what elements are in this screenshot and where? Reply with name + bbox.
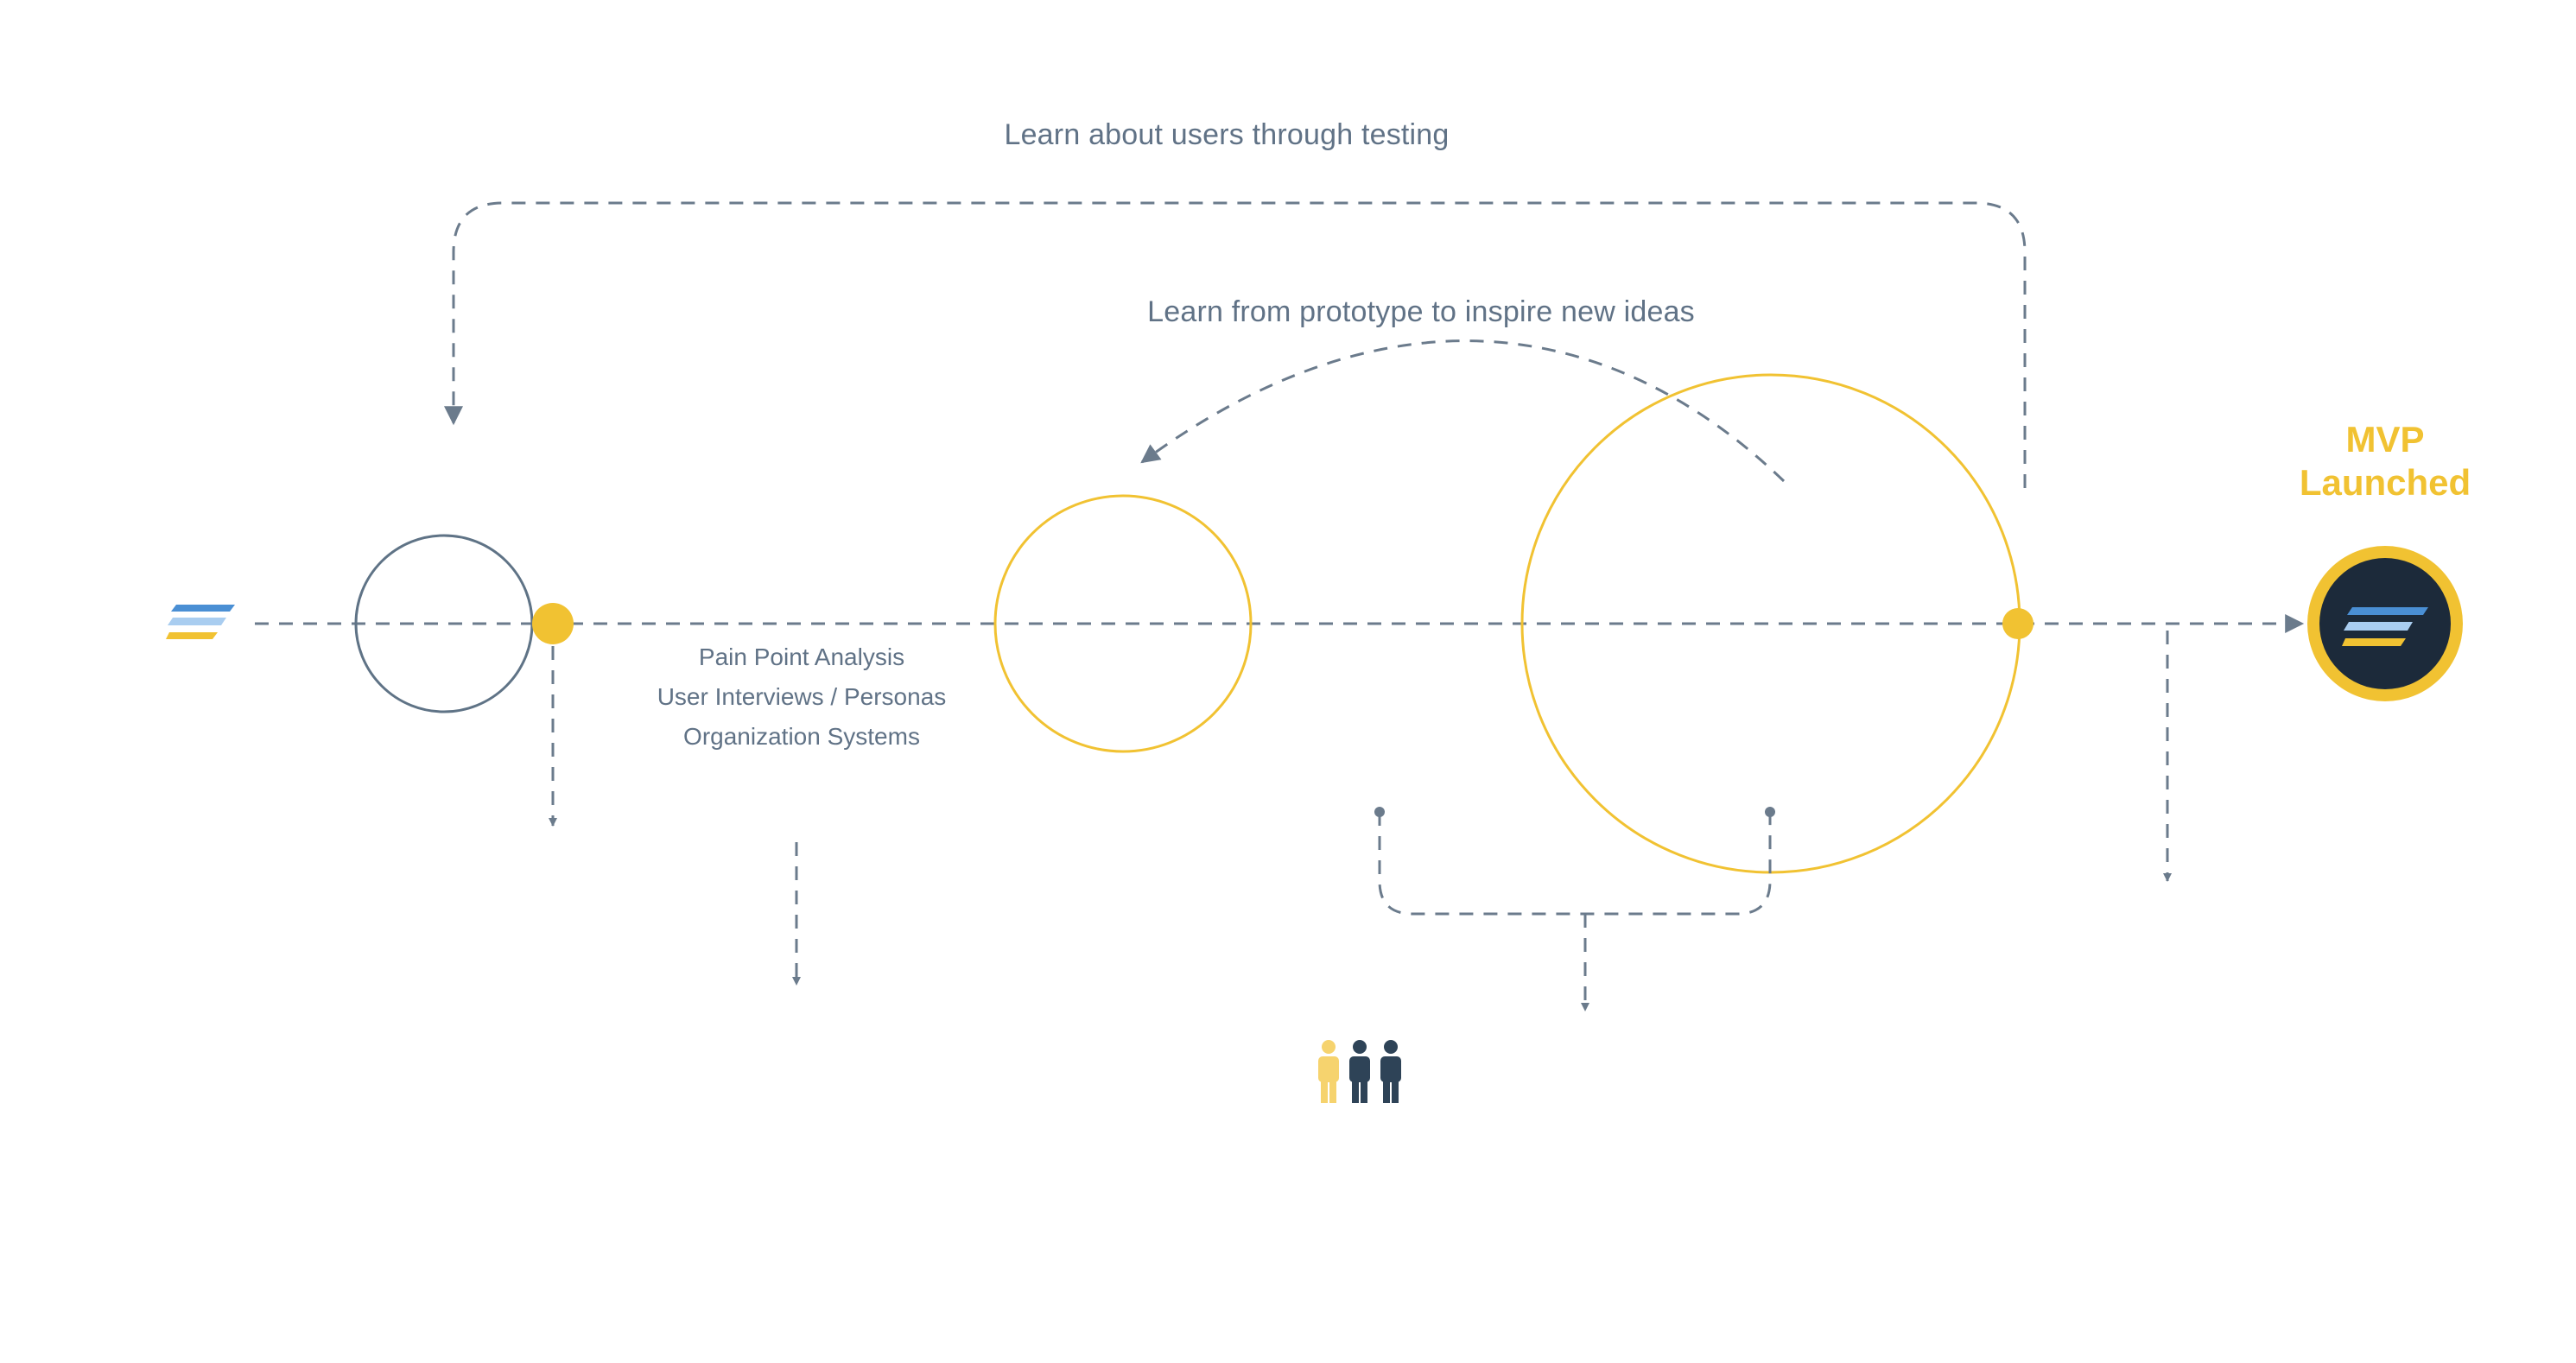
people-icon bbox=[1318, 1040, 1401, 1103]
outer-loop-label: Learn about users through testing bbox=[1004, 118, 1450, 151]
milestone-title-line-1: MVP bbox=[2345, 419, 2425, 460]
person-icon bbox=[1380, 1040, 1401, 1103]
bracket-dot-left bbox=[1374, 807, 1385, 817]
outer-loop-arrow bbox=[444, 201, 2027, 488]
milestone-dot-1 bbox=[532, 603, 574, 644]
person-icon-highlight bbox=[1318, 1040, 1339, 1103]
logo-badge-icon bbox=[2307, 546, 2463, 701]
person-icon bbox=[1349, 1040, 1370, 1103]
research-steps: Pain Point Analysis User Interviews / Pe… bbox=[657, 637, 947, 757]
inner-loop-arrow bbox=[1140, 339, 1786, 483]
milestone-title: MVP Launched bbox=[2300, 418, 2471, 504]
bracket-connector bbox=[1378, 812, 1772, 916]
research-step: Organization Systems bbox=[683, 723, 920, 750]
research-step: User Interviews / Personas bbox=[657, 683, 947, 710]
logo-icon bbox=[166, 605, 235, 639]
inner-loop-label: Learn from prototype to inspire new idea… bbox=[1147, 295, 1695, 328]
research-step: Pain Point Analysis bbox=[698, 643, 905, 670]
milestone-title-line-2: Launched bbox=[2299, 462, 2471, 503]
bracket-dot-right bbox=[1765, 807, 1775, 817]
prototype-circle bbox=[993, 494, 1253, 753]
milestone-dot-2 bbox=[2002, 608, 2034, 639]
